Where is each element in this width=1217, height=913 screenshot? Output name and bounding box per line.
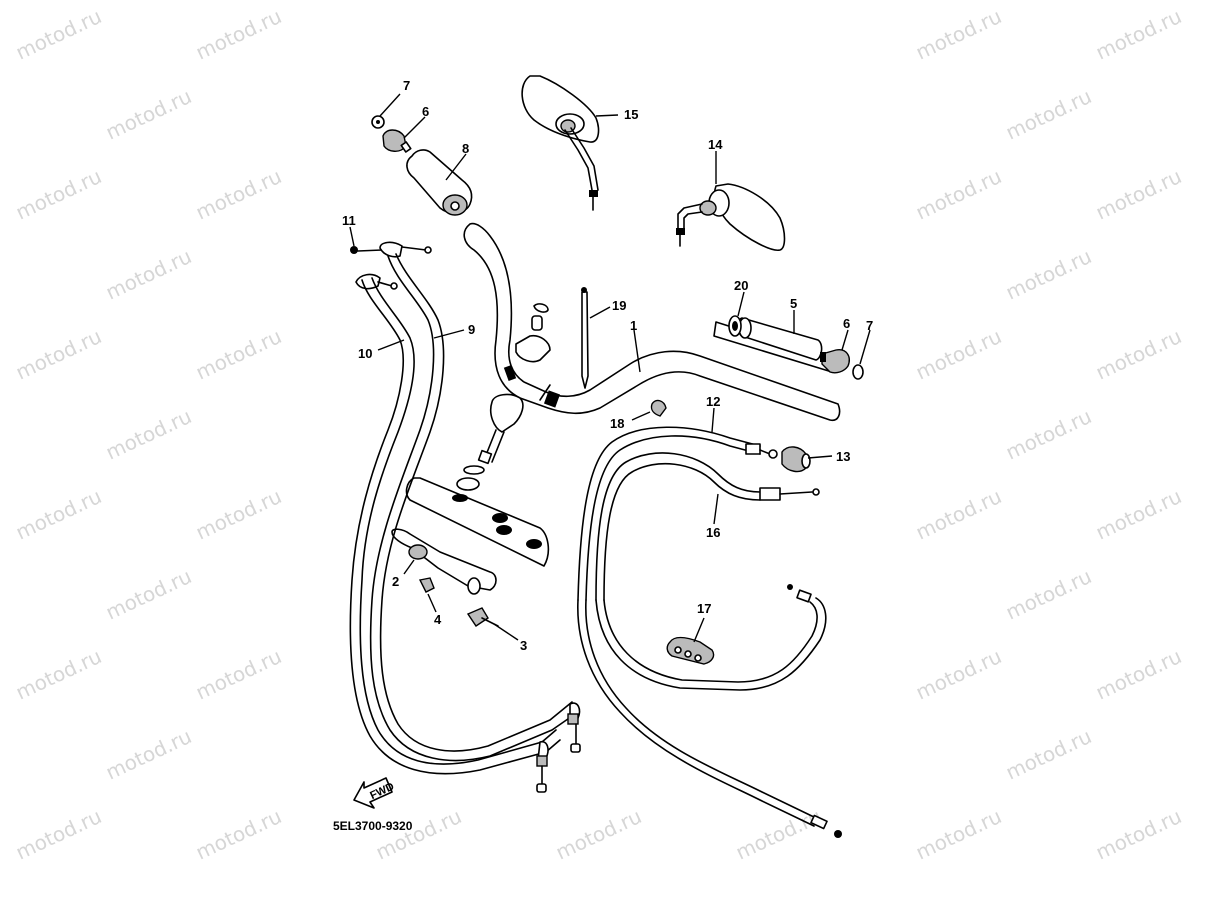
forward-direction-arrow: FWD <box>353 777 396 809</box>
callout-13[interactable]: 13 <box>836 449 850 464</box>
lower-cable-loop[interactable] <box>577 584 842 838</box>
callout-5[interactable]: 5 <box>790 296 797 311</box>
callout-17[interactable]: 17 <box>697 601 711 616</box>
washer-20[interactable] <box>728 315 742 337</box>
handlebar-1[interactable] <box>463 222 841 422</box>
callout-16[interactable]: 16 <box>706 525 720 540</box>
left-grip-8[interactable] <box>406 149 473 216</box>
callout-15[interactable]: 15 <box>624 107 638 122</box>
leader-lines <box>349 93 871 643</box>
callout-12[interactable]: 12 <box>706 394 720 409</box>
callout-19[interactable]: 19 <box>612 298 626 313</box>
callout-6-left[interactable]: 6 <box>422 104 429 119</box>
callout-11[interactable]: 11 <box>342 213 356 228</box>
throttle-cable-9[interactable] <box>369 253 581 793</box>
grip-end-6-right[interactable] <box>820 349 850 374</box>
upper-bracket[interactable] <box>405 477 550 567</box>
clamp-18[interactable] <box>650 399 667 417</box>
right-grip-5[interactable] <box>713 317 837 373</box>
choke-cable-16[interactable] <box>595 452 820 601</box>
throttle-cable-10[interactable] <box>349 277 561 775</box>
screw-7-left[interactable] <box>371 115 385 129</box>
cable-holder-17[interactable] <box>666 636 715 665</box>
lower-holder[interactable] <box>456 393 524 491</box>
callout-labels: 7 6 8 15 14 11 9 10 19 1 20 5 6 7 18 12 … <box>342 78 873 653</box>
mirror-15[interactable] <box>521 75 600 211</box>
callout-10[interactable]: 10 <box>358 346 372 361</box>
cable-guide-bracket-2[interactable] <box>391 528 497 595</box>
clutch-cable-12[interactable] <box>577 426 778 601</box>
mirror-14[interactable] <box>676 183 786 251</box>
callout-6-right[interactable]: 6 <box>843 316 850 331</box>
callout-7-right[interactable]: 7 <box>866 318 873 333</box>
callout-9[interactable]: 9 <box>468 322 475 337</box>
callout-20[interactable]: 20 <box>734 278 748 293</box>
throttle-cable-junction[interactable] <box>355 241 432 290</box>
grip-end-6-left[interactable] <box>382 129 412 153</box>
callout-3[interactable]: 3 <box>520 638 527 653</box>
bolt-3[interactable] <box>466 607 499 627</box>
diagram-code: 5EL3700-9320 <box>333 819 413 833</box>
screw-11[interactable] <box>350 246 383 254</box>
callout-7-left[interactable]: 7 <box>403 78 410 93</box>
cable-boot-13[interactable] <box>781 446 811 473</box>
cable-tie-19[interactable] <box>581 287 589 389</box>
nut-4[interactable] <box>418 577 435 593</box>
callout-4[interactable]: 4 <box>434 612 442 627</box>
callout-14[interactable]: 14 <box>708 137 723 152</box>
callout-8[interactable]: 8 <box>462 141 469 156</box>
callout-18[interactable]: 18 <box>610 416 624 431</box>
callout-2[interactable]: 2 <box>392 574 399 589</box>
upper-holder[interactable] <box>515 303 551 363</box>
callout-1[interactable]: 1 <box>630 318 637 333</box>
screw-7-right[interactable] <box>852 364 864 380</box>
